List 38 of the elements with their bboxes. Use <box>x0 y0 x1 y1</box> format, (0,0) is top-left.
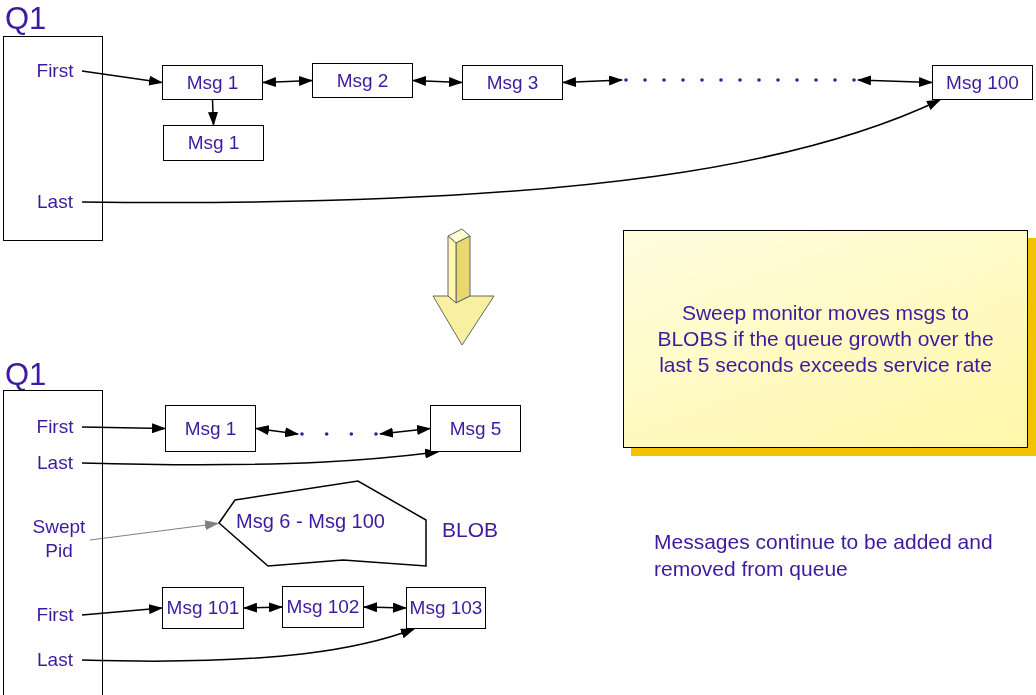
arrow <box>81 423 166 434</box>
pointer-label: First <box>28 415 82 439</box>
message-box: Msg 103 <box>406 587 486 629</box>
arrow <box>379 424 431 438</box>
message-box: Msg 5 <box>430 405 521 452</box>
message-box: Msg 101 <box>162 587 244 629</box>
arrow <box>857 75 933 88</box>
note-text: Messages continue to be added and removed from queue <box>654 529 994 582</box>
arrow <box>208 99 218 126</box>
message-box: Msg 1 <box>165 405 256 452</box>
message-box: Msg 100 <box>932 65 1033 100</box>
arrow <box>412 76 463 87</box>
pointer-label: Last <box>28 190 82 214</box>
arrow <box>262 76 313 87</box>
arrow <box>81 448 439 466</box>
message-range-text: Msg 6 - Msg 100 <box>236 510 385 533</box>
arrow <box>255 425 299 438</box>
message-box: Msg 1 <box>163 125 264 161</box>
arrow <box>562 75 623 87</box>
blob-caption: BLOB <box>442 518 499 542</box>
arrow <box>243 602 283 613</box>
arrow <box>363 602 407 613</box>
queue-title: Q1 <box>5 2 47 36</box>
pointer-label: Last <box>28 648 82 672</box>
pointer-label: Last <box>28 451 82 475</box>
arrow <box>81 604 163 616</box>
pointer-label: First <box>28 603 82 627</box>
queue-title: Q1 <box>5 358 47 392</box>
message-box: Msg 3 <box>462 65 563 100</box>
arrow <box>81 99 941 204</box>
message-box: Msg 102 <box>282 586 364 628</box>
arrow <box>89 520 219 541</box>
pointer-label: First <box>28 59 82 83</box>
arrow <box>81 628 415 662</box>
pointer-label: Swept Pid <box>28 515 90 565</box>
message-box: Msg 2 <box>312 63 413 98</box>
arrow <box>81 70 163 86</box>
message-box: Msg 1 <box>162 65 263 100</box>
